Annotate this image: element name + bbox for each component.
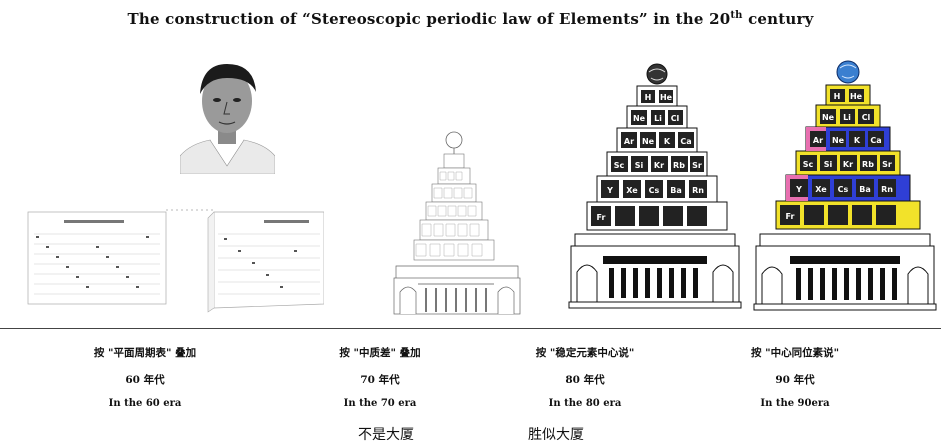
- elem-90-1: He: [850, 92, 863, 101]
- divider-line: [0, 328, 941, 329]
- elem-90-2: Ne: [822, 113, 835, 122]
- author-portrait: [180, 64, 275, 174]
- era-caption-70: 按 "中质差" 叠加 70 年代 In the 70 era: [320, 346, 440, 409]
- elem-80-13: Sr: [692, 161, 702, 170]
- era-caption-90: 按 "中心同位素说" 90 年代 In the 90era: [720, 346, 870, 409]
- elem-90-8: Ca: [870, 136, 881, 145]
- slogan-right: 胜似大厦: [528, 427, 584, 443]
- flat-periodic-tables: [27, 209, 324, 313]
- elem-90-3: Li: [843, 113, 851, 122]
- elem-90-18: Rn: [881, 185, 893, 194]
- table-sheet-right: [207, 211, 324, 313]
- elem-80-14: Y: [606, 186, 613, 195]
- elem-90-14: Y: [795, 185, 802, 194]
- era-70-decade: 70 年代: [360, 374, 400, 386]
- tower-70-sketch: [393, 131, 521, 315]
- elem-90-19: Fr: [786, 212, 795, 221]
- era-70-english: In the 70 era: [343, 398, 417, 409]
- era-90-english: In the 90era: [760, 398, 830, 409]
- elem-80-19: Fr: [597, 213, 606, 222]
- table-sheet-left: [27, 211, 167, 305]
- elem-80-4: Cl: [671, 114, 680, 123]
- era-70-method: 按 "中质差" 叠加: [339, 347, 421, 359]
- elem-90-0: H: [834, 92, 841, 101]
- elem-80-0: H: [645, 93, 652, 102]
- elem-80-11: Kr: [654, 161, 664, 170]
- slogan-left: 不是大厦: [358, 427, 414, 443]
- elem-90-17: Ba: [859, 185, 871, 194]
- elem-80-3: Li: [654, 114, 662, 123]
- era-60-decade: 60 年代: [125, 374, 165, 386]
- title-main: The construction of “Stereoscopic period…: [127, 10, 731, 28]
- elem-80-12: Rb: [673, 161, 685, 170]
- era-caption-80: 按 "稳定元素中心说" 80 年代 In the 80 era: [510, 346, 660, 409]
- elem-80-1: He: [660, 93, 673, 102]
- elem-90-10: Si: [824, 160, 833, 169]
- elem-80-7: K: [664, 137, 671, 146]
- elem-80-9: Sc: [614, 161, 625, 170]
- era-80-method: 按 "稳定元素中心说": [535, 347, 635, 359]
- elem-80-8: Ca: [680, 137, 691, 146]
- elem-80-6: Ne: [642, 137, 655, 146]
- era-80-decade: 80 年代: [565, 374, 605, 386]
- elem-80-10: Si: [635, 161, 644, 170]
- era-80-english: In the 80 era: [548, 398, 622, 409]
- elem-80-17: Ba: [670, 186, 682, 195]
- tower-80-monochrome: H He Ne Li Cl Ar Ne K Ca Sc Si Kr Rb Sr …: [568, 63, 742, 309]
- elem-80-18: Rn: [692, 186, 704, 195]
- elem-80-16: Cs: [649, 186, 660, 195]
- elem-90-7: K: [854, 136, 861, 145]
- title-tail: century: [742, 10, 814, 28]
- elem-80-15: Xe: [626, 186, 638, 195]
- elem-90-9: Sc: [803, 160, 814, 169]
- elem-90-11: Kr: [843, 160, 853, 169]
- elem-90-16: Cs: [838, 185, 849, 194]
- elem-90-6: Ne: [832, 136, 845, 145]
- elem-90-4: Cl: [862, 113, 871, 122]
- tower-90-colored: H He Ne Li Cl Ar Ne K Ca Sc Si Kr Rb Sr …: [753, 60, 937, 311]
- figure-title: The construction of “Stereoscopic period…: [0, 10, 941, 28]
- elem-90-15: Xe: [815, 185, 827, 194]
- era-90-decade: 90 年代: [775, 374, 815, 386]
- era-90-method: 按 "中心同位素说": [750, 347, 840, 359]
- elem-90-12: Rb: [862, 160, 874, 169]
- era-60-method: 按 "平面周期表" 叠加: [93, 347, 197, 359]
- era-caption-60: 按 "平面周期表" 叠加 60 年代 In the 60 era: [70, 346, 220, 409]
- elem-80-5: Ar: [624, 137, 634, 146]
- era-60-english: In the 60 era: [108, 398, 182, 409]
- elem-90-5: Ar: [813, 136, 823, 145]
- elem-90-13: Sr: [882, 160, 892, 169]
- elem-80-2: Ne: [633, 114, 646, 123]
- title-superscript: th: [730, 10, 743, 21]
